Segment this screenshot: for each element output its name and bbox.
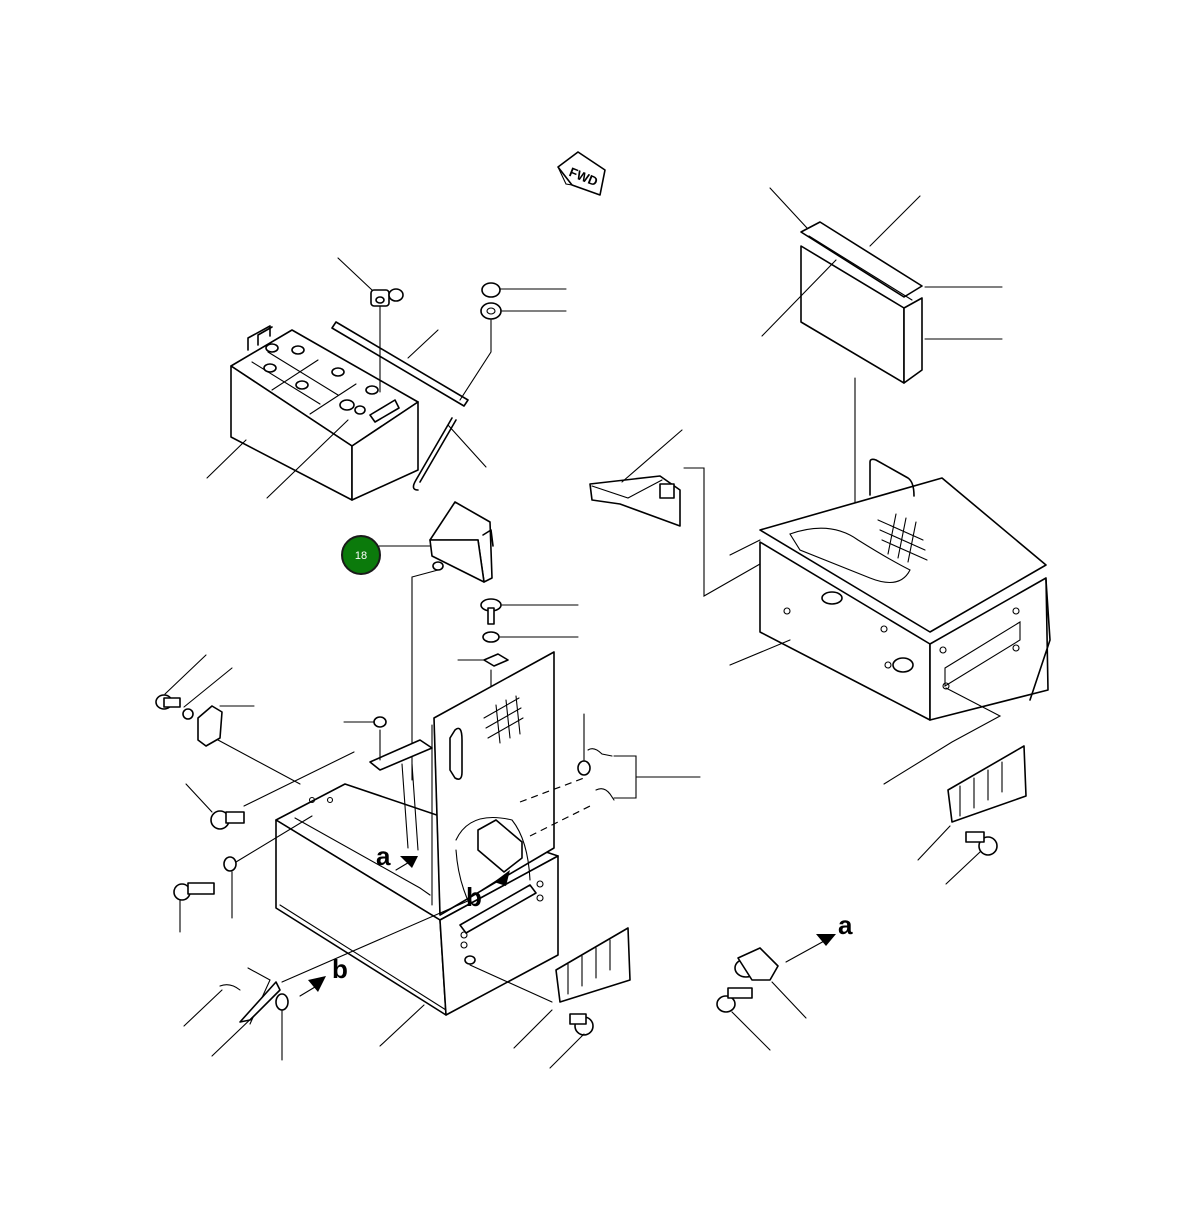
hold-down-rod <box>412 282 567 491</box>
callout-18[interactable]: 18 <box>341 535 381 575</box>
bolt-washer-set-left <box>155 654 301 785</box>
cable-bracket <box>589 429 761 597</box>
bracket <box>378 501 494 781</box>
terminal-cover-right <box>883 687 1027 885</box>
fwd-direction-arrow: FWD <box>557 151 606 196</box>
clip-pins-right <box>519 713 701 837</box>
callout-18-label: 18 <box>355 550 367 562</box>
battery-cable <box>331 321 469 407</box>
terminal-cover-left <box>469 927 631 1069</box>
view-label-a-frame: a <box>376 841 391 871</box>
view-arrow-a-frame: a <box>376 841 418 871</box>
view-label-b-detail: b <box>466 882 482 912</box>
top-bolts <box>343 598 579 761</box>
battery-box <box>729 458 1051 721</box>
view-label-b: b <box>332 954 348 984</box>
view-label-a: a <box>838 910 853 940</box>
pin-and-view-arrow-b: b <box>183 899 471 1061</box>
bolt-set-lower-left <box>173 751 355 933</box>
switch-connector: a <box>716 910 853 1051</box>
battery-cover <box>761 187 1003 556</box>
terminal-clamp <box>337 257 404 393</box>
detail-circle: b <box>455 816 531 912</box>
battery <box>230 325 419 501</box>
